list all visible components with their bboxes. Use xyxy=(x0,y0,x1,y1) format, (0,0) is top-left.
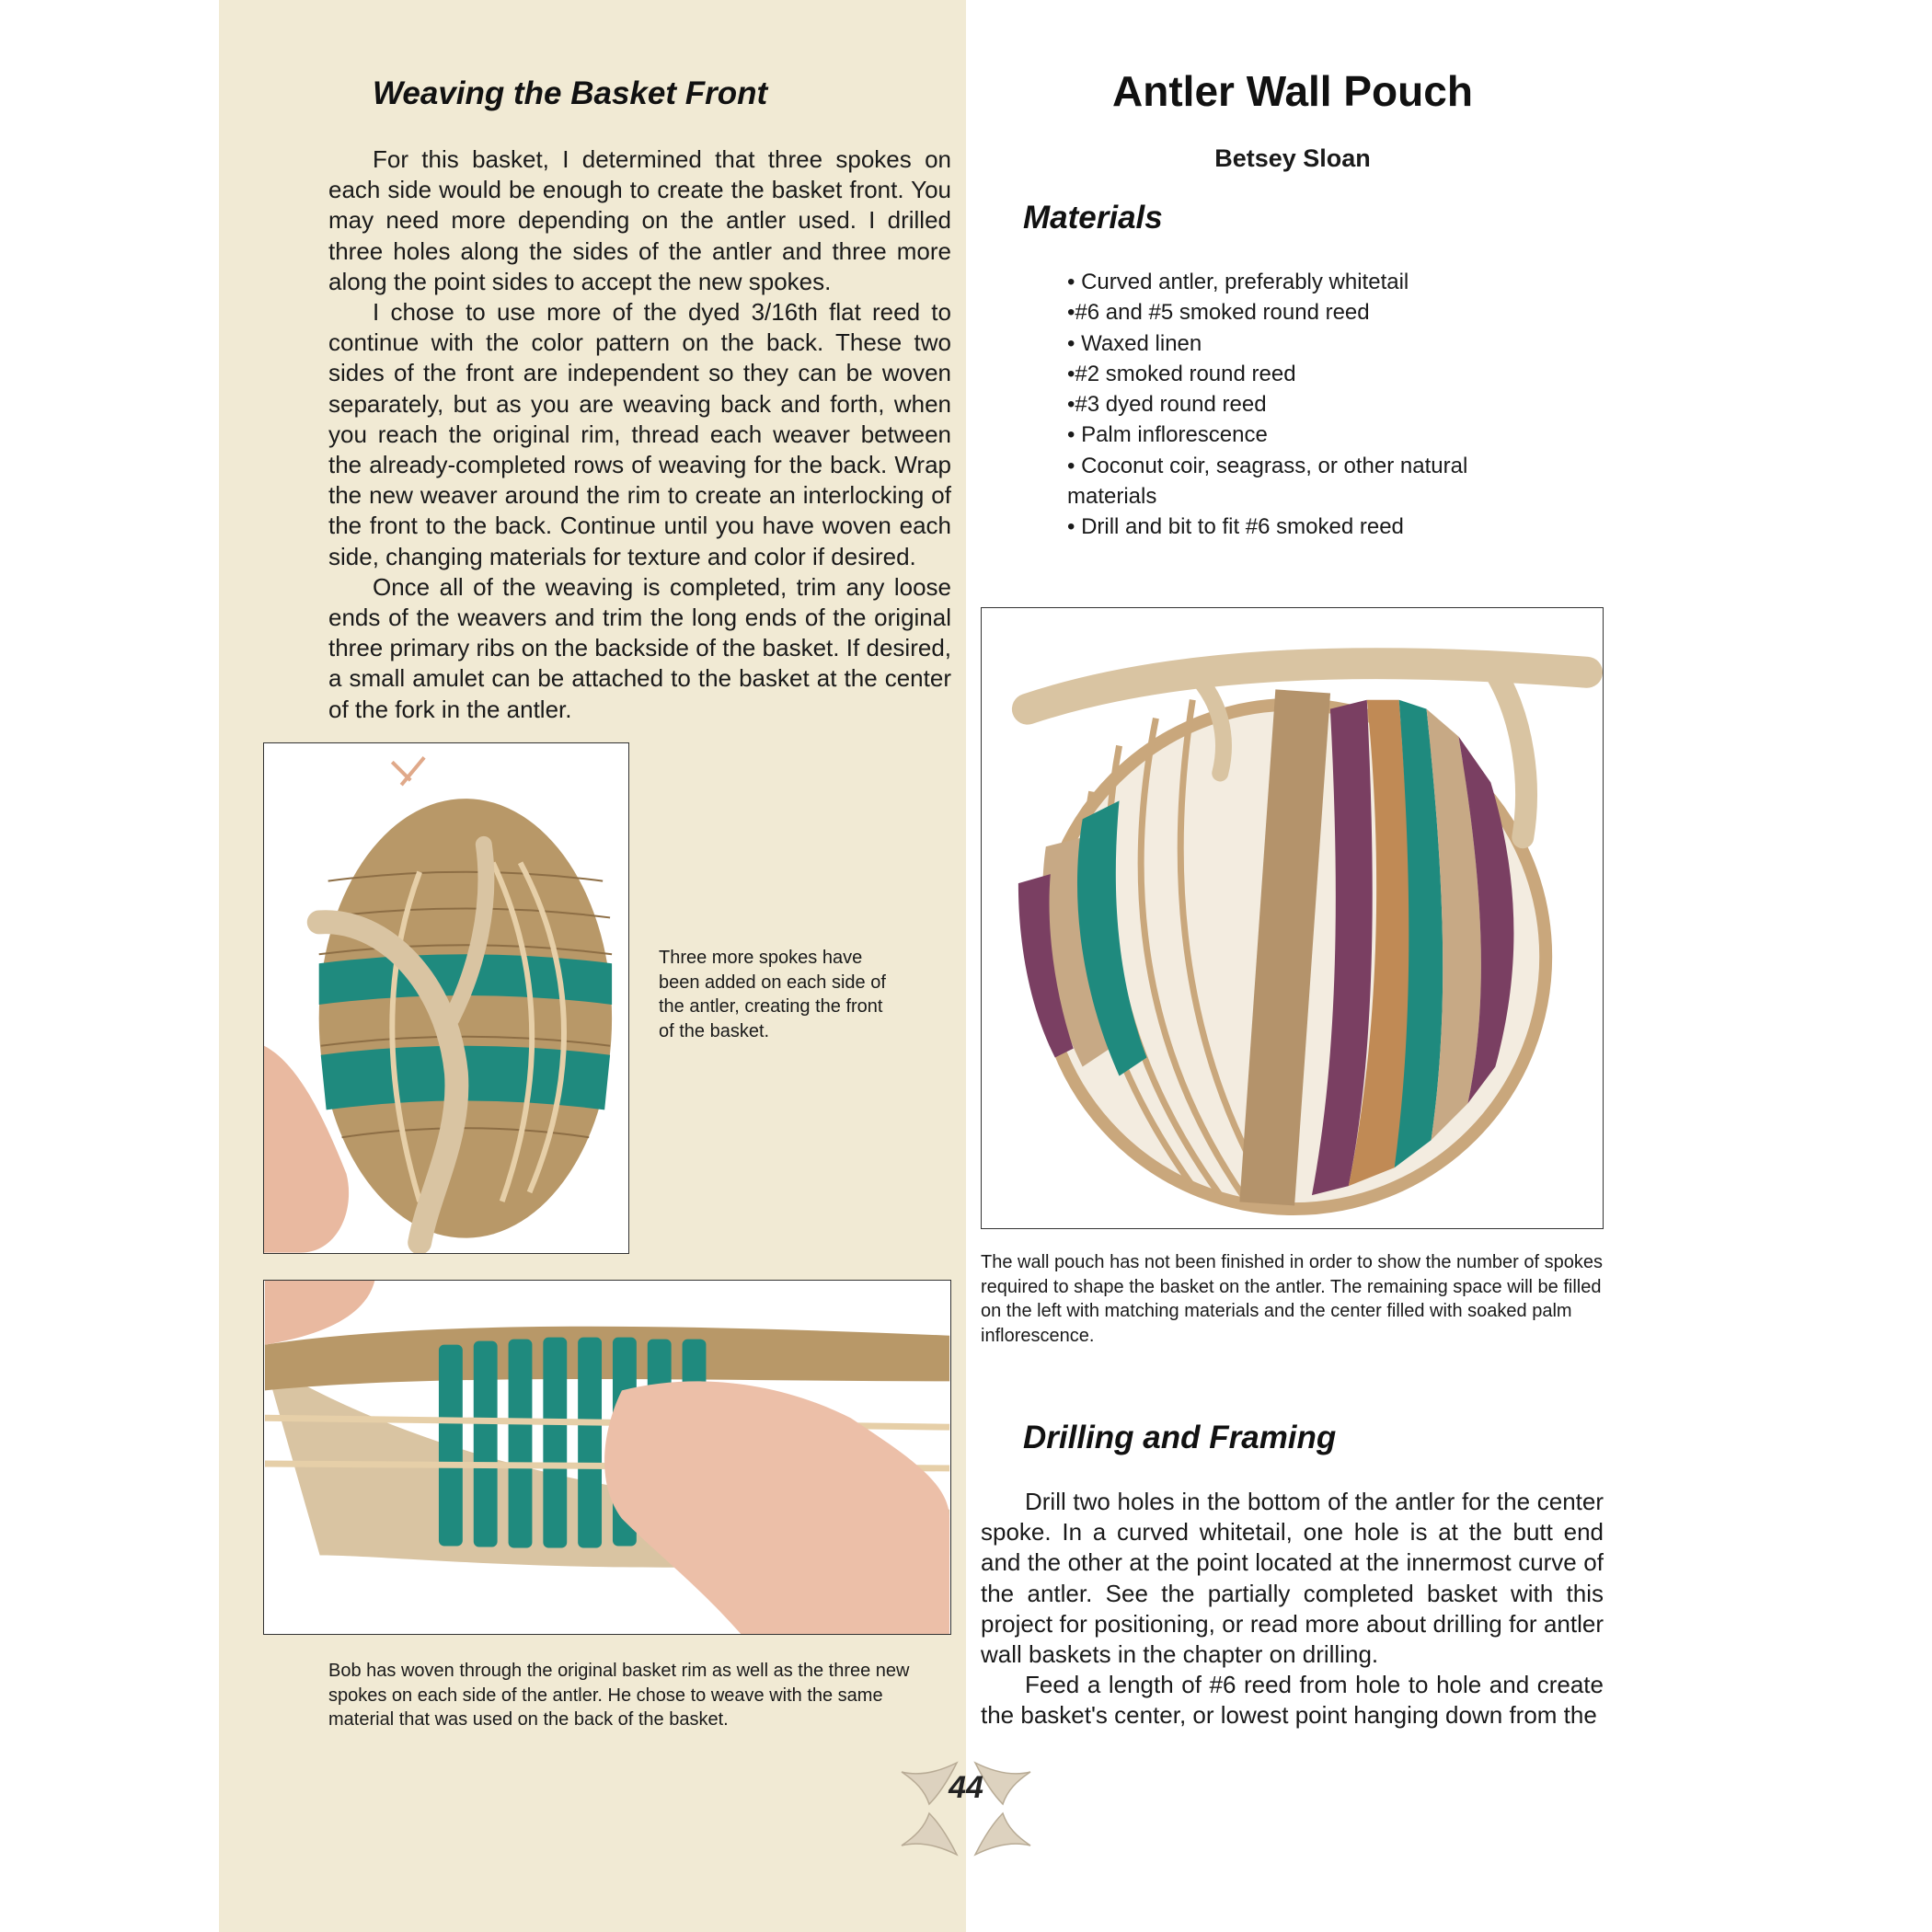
antler-ornament-icon xyxy=(901,1761,1031,1857)
photo-hands-weaving xyxy=(263,1280,951,1635)
list-item: • Waxed linen xyxy=(1067,330,1202,356)
paragraph: For this basket, I determined that three… xyxy=(328,145,951,295)
list-item: • Palm inflorescence xyxy=(1067,422,1268,448)
list-item: • Coconut coir, seagrass, or other natur… xyxy=(1067,453,1468,510)
list-item: • Drill and bit to fit #6 smoked reed xyxy=(1067,514,1404,540)
page-title: Antler Wall Pouch xyxy=(1112,67,1473,115)
drilling-body-text: Drill two holes in the bottom of the ant… xyxy=(981,1487,1604,1731)
weaving-body-text: For this basket, I determined that three… xyxy=(328,144,951,725)
list-item: •#2 smoked round reed xyxy=(1067,361,1296,386)
paragraph: Drill two holes in the bottom of the ant… xyxy=(981,1488,1604,1669)
materials-list: • Curved antler, preferably whitetail •#… xyxy=(1067,267,1509,543)
basket-front-illustration xyxy=(264,743,628,1253)
photo-basket-front xyxy=(263,742,629,1254)
weaving-illustration xyxy=(264,1281,950,1634)
section-heading-drilling: Drilling and Framing xyxy=(1023,1420,1337,1455)
wall-pouch-illustration xyxy=(982,608,1603,1228)
list-item: • Curved antler, preferably whitetail xyxy=(1067,270,1409,294)
section-heading-weaving: Weaving the Basket Front xyxy=(373,75,768,111)
paragraph: Once all of the weaving is completed, tr… xyxy=(328,572,951,723)
paragraph: I chose to use more of the dyed 3/16th f… xyxy=(328,298,951,570)
paragraph: Feed a length of #6 reed from hole to ho… xyxy=(981,1671,1604,1730)
list-item: •#3 dyed round reed xyxy=(1067,392,1267,418)
photo-wall-pouch xyxy=(981,607,1604,1229)
caption-bob-woven: Bob has woven through the original baske… xyxy=(328,1661,910,1730)
author: Betsey Sloan xyxy=(1214,144,1371,172)
section-heading-materials: Materials xyxy=(1023,200,1163,236)
caption-three-spokes: Three more spokes have been added on eac… xyxy=(659,948,886,1041)
list-item: •#6 and #5 smoked round reed xyxy=(1067,300,1370,326)
page-number: 44 xyxy=(949,1770,983,1805)
caption-wall-pouch: The wall pouch has not been finished in … xyxy=(981,1252,1603,1346)
